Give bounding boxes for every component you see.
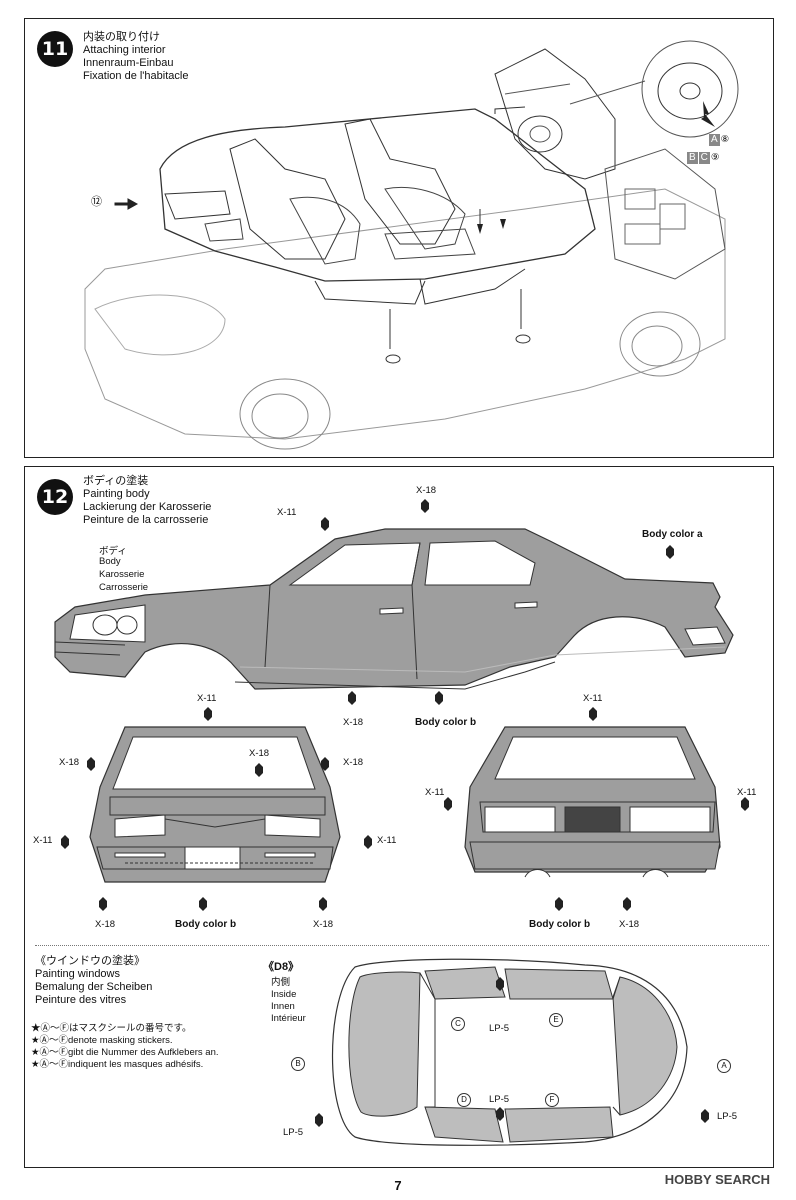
step-11-title-ja: 内装の取り付け	[83, 31, 160, 43]
inside-label-en: Inside	[271, 989, 297, 1000]
rear-x11-right-label: X-11	[737, 787, 757, 798]
step-12-title-en: Painting body	[83, 488, 150, 500]
watermark: HOBBY SEARCH	[664, 1172, 770, 1187]
paint-markers	[61, 499, 749, 911]
step-12-title-de: Lackierung der Karosserie	[83, 501, 212, 513]
mask-c-marker: C	[451, 1017, 465, 1031]
page-number: 7	[394, 1178, 402, 1193]
part-12-ref: ⑫	[91, 196, 102, 208]
front-x18-center-label: X-18	[249, 748, 270, 759]
side-body-color-b-label: Body color b	[415, 717, 477, 728]
step-11-title-de: Innenraum-Einbau	[83, 57, 174, 69]
body-label-en: Body	[99, 556, 121, 567]
mask-f-marker: F	[545, 1093, 559, 1107]
mask-notes: ★Ⓐ～Ⓕはマスクシールの番号です。 ★Ⓐ～Ⓕdenote masking sti…	[31, 1023, 219, 1071]
front-x11-right-label: X-11	[377, 835, 397, 846]
mask-e-marker: E	[549, 1013, 563, 1027]
window-lp5-right-label: LP-5	[717, 1111, 738, 1122]
front-x18-right-label: X-18	[343, 757, 364, 768]
front-body-color-b-label: Body color b	[175, 919, 237, 930]
step-11-title-fr: Fixation de l'habitacle	[83, 70, 189, 82]
windows-titles: 《ウインドウの塗装》 Painting windows Bemalung der…	[35, 955, 152, 1007]
front-x18-bottom-right-label: X-18	[313, 919, 334, 930]
mask-a-marker: A	[717, 1059, 731, 1073]
car-side-view	[54, 528, 734, 690]
rear-x11-left-label: X-11	[425, 787, 445, 798]
step-11-title-en: Attaching interior	[83, 44, 166, 56]
window-lp5-left-label: LP-5	[283, 1127, 304, 1138]
window-lp5-top-label: LP-5	[489, 1023, 510, 1034]
side-body-color-a-label: Body color a	[642, 529, 703, 540]
mask-note-ja: ★Ⓐ～Ⓕはマスクシールの番号です。	[31, 1023, 192, 1034]
windows-separator	[35, 945, 769, 946]
rear-x11-top-label: X-11	[583, 693, 603, 704]
body-label-ja: ボディ	[99, 546, 127, 557]
step-number-12: 12	[37, 479, 73, 515]
window-lp5-mid-label: LP-5	[489, 1094, 510, 1105]
step-12-titles: ボディの塗装 Painting body Lackierung der Karo…	[83, 475, 211, 527]
step-12-title-ja: ボディの塗装	[83, 475, 149, 487]
mask-note-de: ★Ⓐ～Ⓕgibt die Nummer des Aufklebers an.	[31, 1047, 219, 1058]
badge-a: A	[709, 134, 720, 146]
side-x11-label: X-11	[277, 507, 297, 518]
body-label-de: Karosserie	[99, 569, 145, 580]
windows-title-en: Painting windows	[35, 968, 120, 980]
step-12-panel: 12 ボディの塗装 Painting body Lackierung der K…	[24, 466, 774, 1168]
windows-title-de: Bemalung der Scheiben	[35, 981, 153, 993]
side-x18-roof-label: X-18	[416, 485, 437, 496]
step-12-title-fr: Peinture de la carrosserie	[83, 514, 209, 526]
windows-title-fr: Peinture des vitres	[35, 994, 127, 1006]
step-number-11: 11	[37, 31, 73, 67]
step-11-panel: 11 内装の取り付け Attaching interior Innenraum-…	[24, 18, 774, 458]
windows-title-ja: 《ウインドウの塗装》	[35, 955, 145, 967]
inside-label-fr: Intérieur	[271, 1013, 306, 1024]
front-x18-left-label: X-18	[59, 757, 80, 768]
window-glass-drawing	[315, 958, 709, 1146]
mask-note-en: ★Ⓐ～Ⓕdenote masking stickers.	[31, 1035, 173, 1046]
steering-ref-a-num: ⑧	[720, 134, 730, 145]
step-11-titles: 内装の取り付け Attaching interior Innenraum-Ein…	[83, 31, 188, 83]
steering-ref-bc-num: ⑨	[710, 152, 720, 163]
car-front-rear-views	[89, 726, 721, 883]
badge-b: B	[687, 152, 698, 164]
front-x18-bottom-left-label: X-18	[95, 919, 116, 930]
inside-label-ja: 内側	[271, 977, 291, 988]
front-x11-top-label: X-11	[197, 693, 217, 704]
inside-labels: 内側 Inside Innen Intérieur	[271, 977, 306, 1025]
front-x11-left-label: X-11	[33, 835, 53, 846]
inside-label-de: Innen	[271, 1001, 295, 1012]
mask-d-marker: D	[457, 1093, 471, 1107]
mask-b-marker: B	[291, 1057, 305, 1071]
rear-x18-label: X-18	[619, 919, 640, 930]
interior-assembly-drawing	[84, 40, 739, 450]
rear-body-color-b-label: Body color b	[529, 919, 591, 930]
part-d8-label: 《D8》	[263, 961, 300, 973]
side-x18-sill-label: X-18	[343, 717, 364, 728]
body-label-fr: Carrosserie	[99, 582, 149, 593]
mask-note-fr: ★Ⓐ～Ⓕindiquent les masques adhésifs.	[31, 1059, 204, 1070]
badge-c: C	[698, 152, 710, 164]
